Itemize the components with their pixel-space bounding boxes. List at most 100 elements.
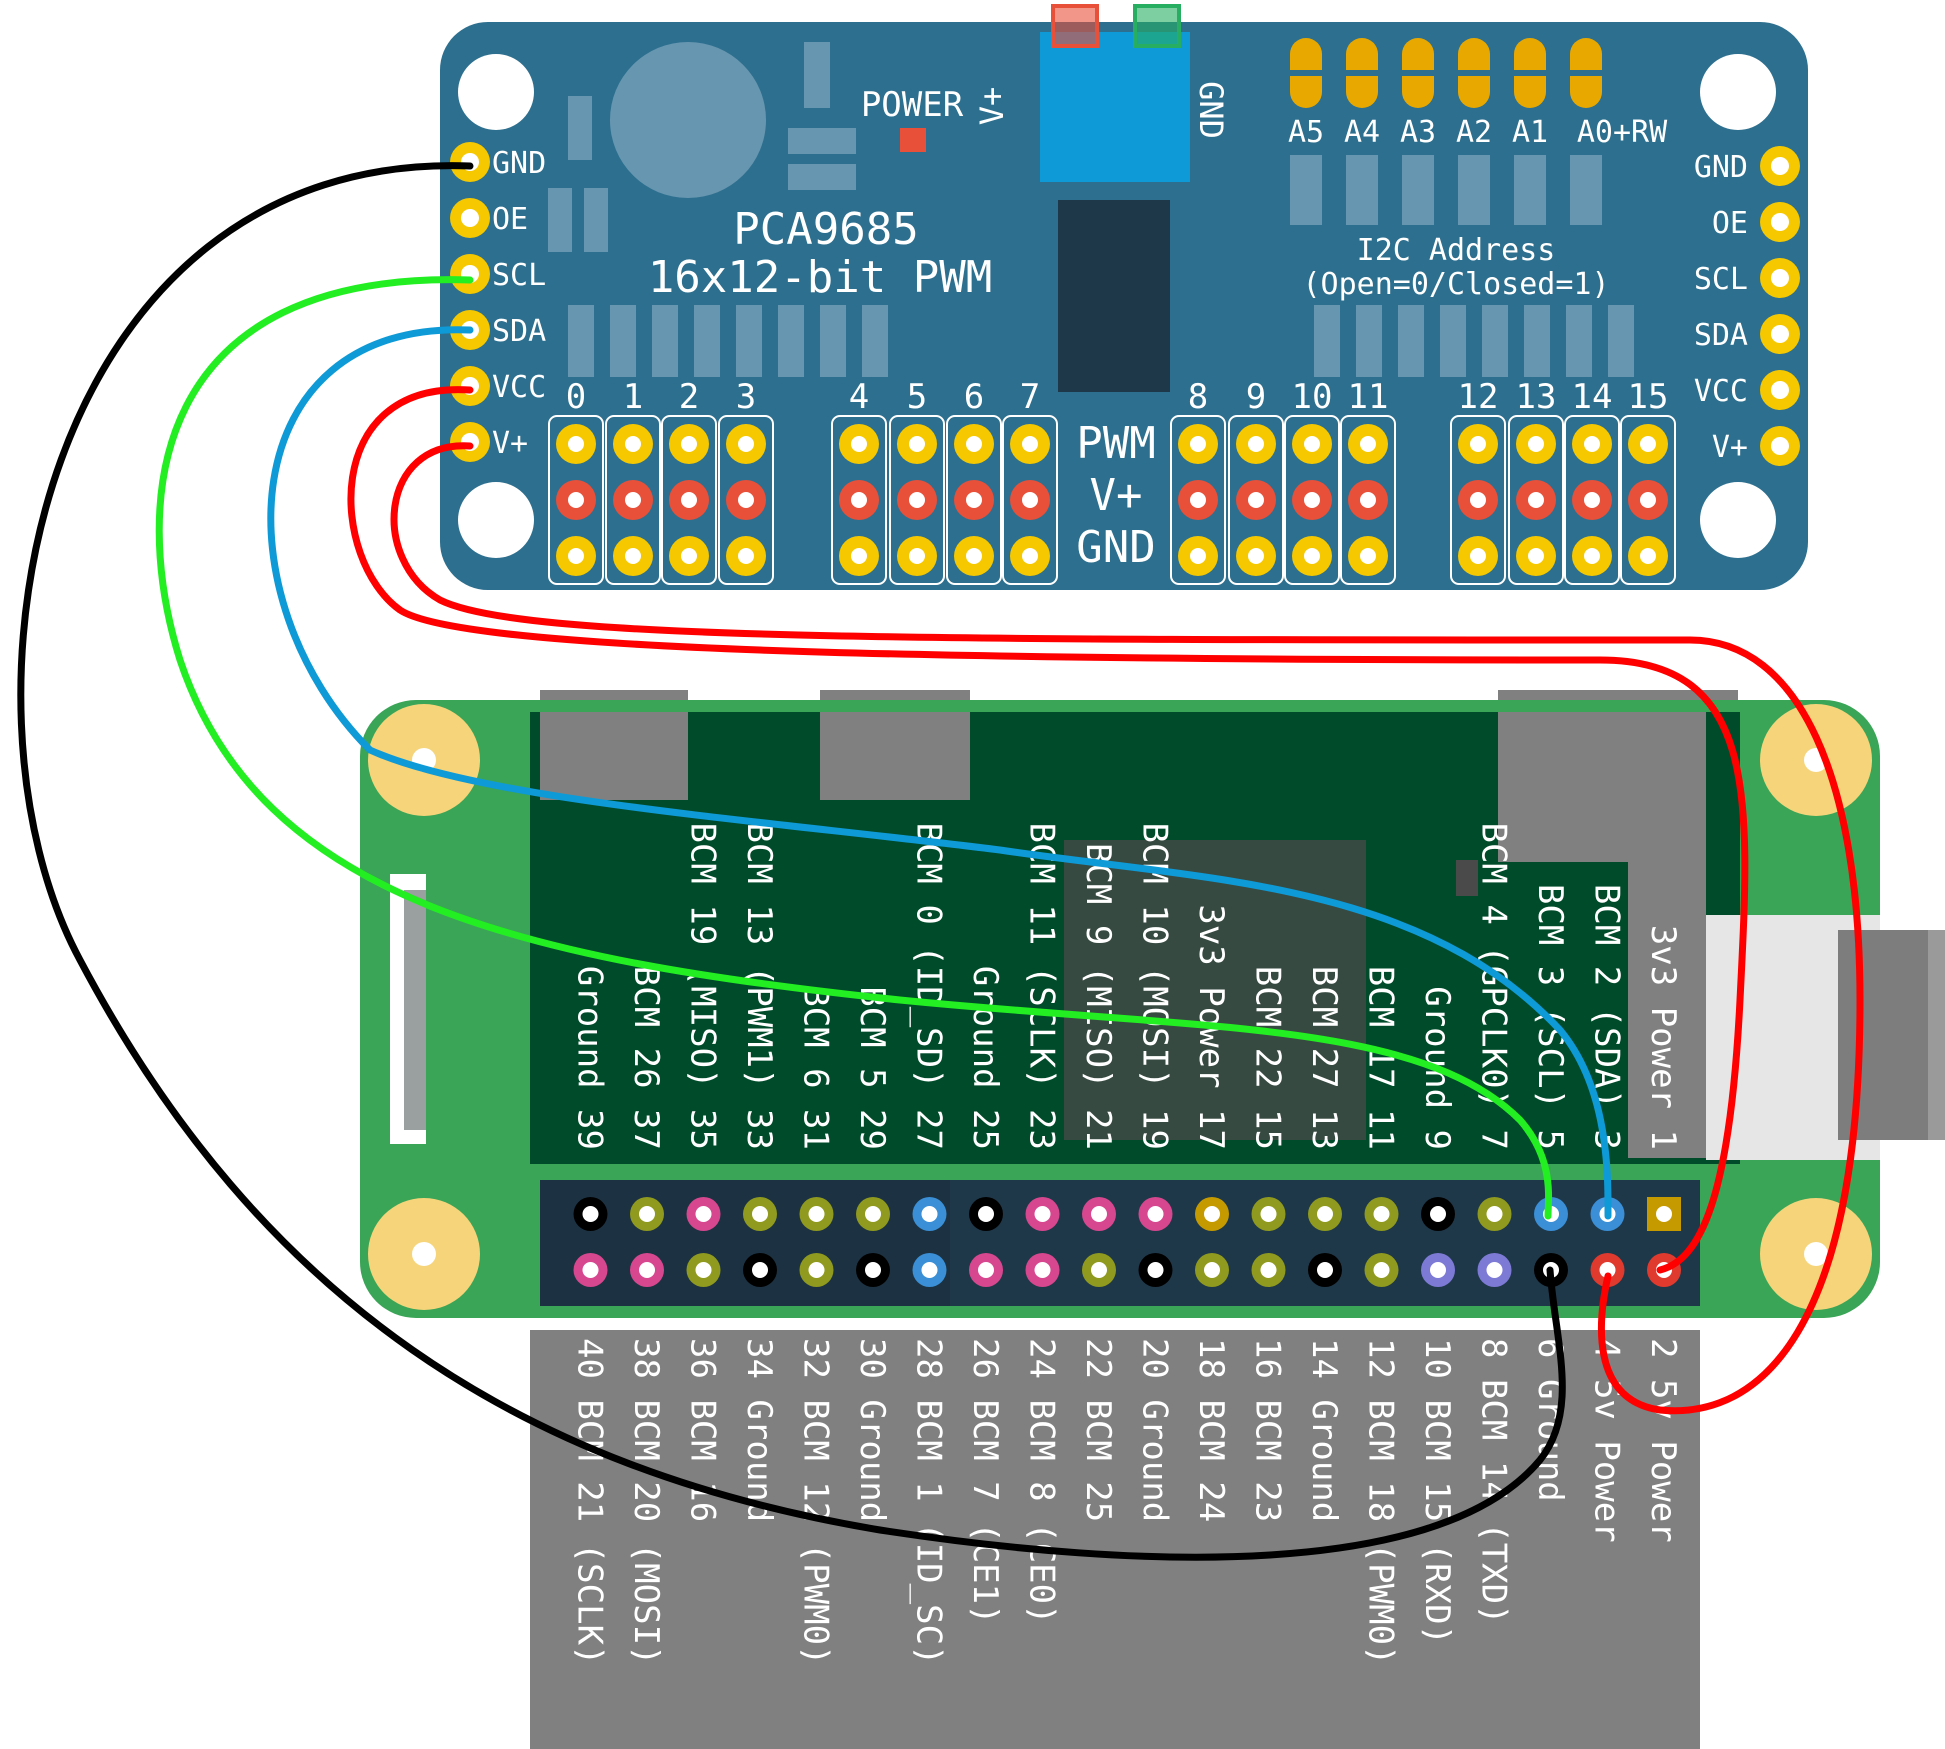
channel-outline xyxy=(1340,415,1396,585)
gpio-even-label: 32 BCM 12 (PWM0) xyxy=(796,1338,836,1666)
gpio-header-left xyxy=(540,1180,950,1306)
address-pad-label: A2 xyxy=(1456,115,1492,150)
channel-number: 13 xyxy=(1516,377,1557,417)
channel-outline xyxy=(946,415,1002,585)
gpio-even-label: 24 BCM 8 (CE0) xyxy=(1022,1338,1062,1625)
channel-number: 10 xyxy=(1292,377,1333,417)
address-pad-gap xyxy=(1570,70,1602,76)
channel-pin-hole xyxy=(1470,492,1486,508)
channel-pin-hole xyxy=(1528,436,1544,452)
gpio-pin-hole xyxy=(1486,1262,1503,1278)
pi-gray-strip-top-left xyxy=(540,712,688,800)
pwm-row-label-pwm: PWM xyxy=(1076,418,1155,469)
channel-pin-hole xyxy=(1022,548,1038,564)
pwm-left-pin-label: GND xyxy=(492,146,546,181)
address-pad-gap xyxy=(1402,70,1434,76)
channel-pin-hole xyxy=(909,492,925,508)
channel-number: 15 xyxy=(1628,377,1669,417)
chip-desc: 16x12-bit PWM xyxy=(648,252,992,303)
gpio-even-label: 22 BCM 25 xyxy=(1078,1338,1118,1522)
channel-outline xyxy=(1564,415,1620,585)
channel-pin-hole xyxy=(966,436,982,452)
pi-small-component xyxy=(1456,860,1478,896)
address-pad-label: A5 xyxy=(1288,115,1324,150)
gpio-even-label: 14 Ground xyxy=(1304,1338,1344,1522)
pwm-left-pin-label: VCC xyxy=(492,370,546,405)
wire-vplus-red xyxy=(390,442,1864,1415)
pwm-right-pin-hole xyxy=(1771,269,1789,287)
address-pad-gap xyxy=(1346,70,1378,76)
channel-pin-hole xyxy=(738,548,754,564)
gpio-pin-hole xyxy=(1147,1206,1164,1222)
channel-pin-hole xyxy=(738,436,754,452)
gpio-pin-hole xyxy=(978,1262,994,1278)
terminal-vplus-label: V+ xyxy=(973,87,1011,126)
channel-outline xyxy=(1228,415,1284,585)
pwm-right-pin-label: SCL xyxy=(1694,262,1748,297)
gpio-pin-hole xyxy=(582,1262,599,1278)
gpio-pin-hole xyxy=(1147,1262,1164,1278)
gpio-pin-hole xyxy=(1656,1206,1672,1222)
gpio-odd-label: Ground 39 xyxy=(570,966,610,1150)
gpio-even-label: 2 5v Power xyxy=(1643,1338,1683,1543)
channel-pin-hole xyxy=(851,548,867,564)
gpio-pin-hole xyxy=(752,1262,768,1278)
channel-pin-hole xyxy=(625,492,641,508)
terminal-green-tab xyxy=(1133,4,1181,48)
pwm-right-pin-label: SDA xyxy=(1694,318,1748,353)
channel-pin-hole xyxy=(1022,436,1038,452)
channel-pin-hole xyxy=(681,492,697,508)
channel-pin-hole xyxy=(568,548,584,564)
channel-outline xyxy=(831,415,887,585)
gpio-pin-hole xyxy=(1091,1206,1107,1222)
gpio-even-label: 8 BCM 14 (TXD) xyxy=(1474,1338,1514,1625)
channel-pin-hole xyxy=(681,548,697,564)
channel-pin-hole xyxy=(1640,492,1656,508)
gpio-odd-label: BCM 22 15 xyxy=(1248,966,1288,1150)
gpio-even-label: 18 BCM 24 xyxy=(1191,1338,1231,1522)
channel-outline xyxy=(661,415,717,585)
gpio-odd-label: BCM 19 (MISO) 35 xyxy=(683,822,723,1150)
wire-vcc-red xyxy=(347,386,1749,1274)
gpio-pin-hole xyxy=(808,1262,825,1278)
channel-pin-hole xyxy=(1640,436,1656,452)
channel-pin-hole xyxy=(851,492,867,508)
address-pad-label: A3 xyxy=(1400,115,1436,150)
gpio-odd-label: Ground 25 xyxy=(965,966,1005,1150)
terminal-gnd-label: GND xyxy=(1192,81,1230,139)
channel-number: 12 xyxy=(1458,377,1499,417)
channel-pin-hole xyxy=(1360,492,1376,508)
capacitor xyxy=(610,42,766,198)
channel-pin-hole xyxy=(681,436,697,452)
wires xyxy=(17,162,1864,1561)
pi-gray-strip-top-mid xyxy=(820,712,970,800)
gpio-odd-label: BCM 0 (ID_SD) 27 xyxy=(909,822,949,1150)
channel-pin-hole xyxy=(1190,436,1206,452)
channel-number: 9 xyxy=(1246,377,1266,417)
pca9685-chip xyxy=(1058,200,1170,392)
channel-outline xyxy=(1508,415,1564,585)
channel-outline xyxy=(605,415,661,585)
pca9685-board: POWER V+ GND PCA9685 16x12-bit PWM I2C A… xyxy=(440,4,1808,590)
gpio-odd-label: BCM 5 29 xyxy=(852,986,892,1150)
channel-pin-hole xyxy=(568,492,584,508)
channel-pin-hole xyxy=(1022,492,1038,508)
channel-outline xyxy=(1002,415,1058,585)
mounting-hole xyxy=(458,54,534,130)
pi-mounting-hole-center xyxy=(412,1242,436,1266)
gpio-odd-label: 3v3 Power 1 xyxy=(1643,925,1683,1150)
gpio-pin-hole xyxy=(752,1206,768,1222)
channel-pin-hole xyxy=(1190,492,1206,508)
pi-gray-block-right xyxy=(1498,712,1706,862)
channel-pin-hole xyxy=(1584,436,1600,452)
channel-number: 3 xyxy=(736,377,756,417)
gpio-pin-hole xyxy=(1091,1262,1107,1278)
gpio-even-label: 34 Ground xyxy=(739,1338,779,1522)
channel-pin-hole xyxy=(1528,492,1544,508)
gpio-pin-hole xyxy=(921,1262,938,1278)
channel-number: 0 xyxy=(566,377,586,417)
gpio-even-label: 16 BCM 23 xyxy=(1248,1338,1288,1522)
